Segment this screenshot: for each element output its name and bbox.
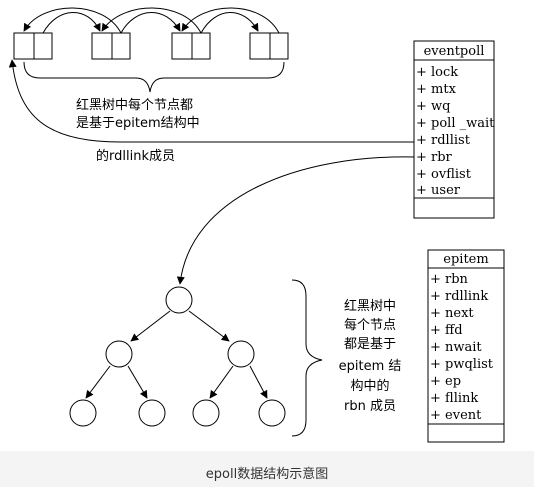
annotation-top-line: 是基于epitem结构中 <box>76 116 200 131</box>
eventpoll-field: + rdllist <box>416 133 471 148</box>
tree-edges <box>85 310 268 399</box>
epitem-field: + nwait <box>430 340 482 355</box>
list-node-2 <box>91 32 131 60</box>
epitem-field: + rbn <box>430 272 469 287</box>
annotation-top-line: 的rdllink成员 <box>96 148 175 164</box>
list-links <box>23 7 280 34</box>
list-node-3 <box>171 32 211 60</box>
annotation-right-line: 红黑树中 <box>344 298 396 314</box>
annotation-right-line: 都是基于 <box>344 337 396 352</box>
annotation-right-line: epitem 结 <box>339 359 402 374</box>
rb-tree <box>69 286 286 427</box>
epitem-field: + ep <box>430 374 461 389</box>
link-back-3 <box>181 7 280 34</box>
annotation-right-line: 每个节点 <box>344 317 396 333</box>
epitem-struct: epitem + rbn + rdllink + next + ffd + nw… <box>427 249 505 443</box>
annotation-top-line: 红黑树中每个节点都 <box>76 97 193 113</box>
eventpoll-field: + wq <box>416 99 450 114</box>
epitem-field: + rdllink <box>430 289 488 304</box>
annotation-right-line: rbn 成员 <box>344 399 396 414</box>
link-back-2 <box>101 7 202 34</box>
link-forward-3 <box>200 12 259 34</box>
epitem-field: + pwqlist <box>430 357 494 372</box>
list-brace <box>23 61 285 93</box>
eventpoll-title: eventpoll <box>424 44 485 59</box>
annotation-top: 红黑树中每个节点都 是基于epitem结构中 的rdllink成员 <box>76 97 200 164</box>
list-node-4 <box>249 32 289 60</box>
eventpoll-field: + mtx <box>416 82 457 97</box>
tree-node-leaf-2 <box>138 399 166 427</box>
eventpoll-field: + rbr <box>416 150 453 165</box>
tree-brace <box>291 279 323 437</box>
caption-bar <box>0 451 534 487</box>
link-forward-1 <box>42 12 101 34</box>
rdllist-pointer <box>8 59 416 143</box>
epitem-field: + next <box>430 306 474 321</box>
epitem-field: + ffd <box>430 323 463 338</box>
list-node-1 <box>13 32 53 60</box>
epitem-field: + event <box>430 408 482 423</box>
tree-node-leaf-4 <box>258 399 286 427</box>
epitem-title: epitem <box>443 252 488 267</box>
eventpoll-field: + ovflist <box>416 167 472 182</box>
tree-node-left <box>105 340 133 368</box>
link-back-1 <box>23 7 122 34</box>
tree-node-right <box>227 340 255 368</box>
tree-node-root <box>165 286 193 314</box>
figure-caption: epoll数据结构示意图 <box>205 467 329 482</box>
annotation-right: 红黑树中 每个节点 都是基于 epitem 结 构中的 rbn 成员 <box>339 298 402 414</box>
eventpoll-field: + user <box>416 183 461 198</box>
tree-node-leaf-1 <box>69 399 97 427</box>
link-forward-2 <box>120 12 181 34</box>
tree-node-leaf-3 <box>192 399 220 427</box>
rbr-pointer <box>176 156 417 285</box>
eventpoll-struct: eventpoll + lock + mtx + wq + poll _wait… <box>413 40 495 219</box>
annotation-right-line: 构中的 <box>350 378 389 394</box>
eventpoll-fields: + lock + mtx + wq + poll _wait + rdllist… <box>416 65 495 198</box>
epitem-fields: + rbn + rdllink + next + ffd + nwait + p… <box>430 272 494 423</box>
eventpoll-field: + poll _wait <box>416 116 495 131</box>
eventpoll-field: + lock <box>416 65 458 80</box>
epitem-field: + fllink <box>430 391 478 406</box>
epoll-diagram: eventpoll + lock + mtx + wq + poll _wait… <box>8 7 505 443</box>
